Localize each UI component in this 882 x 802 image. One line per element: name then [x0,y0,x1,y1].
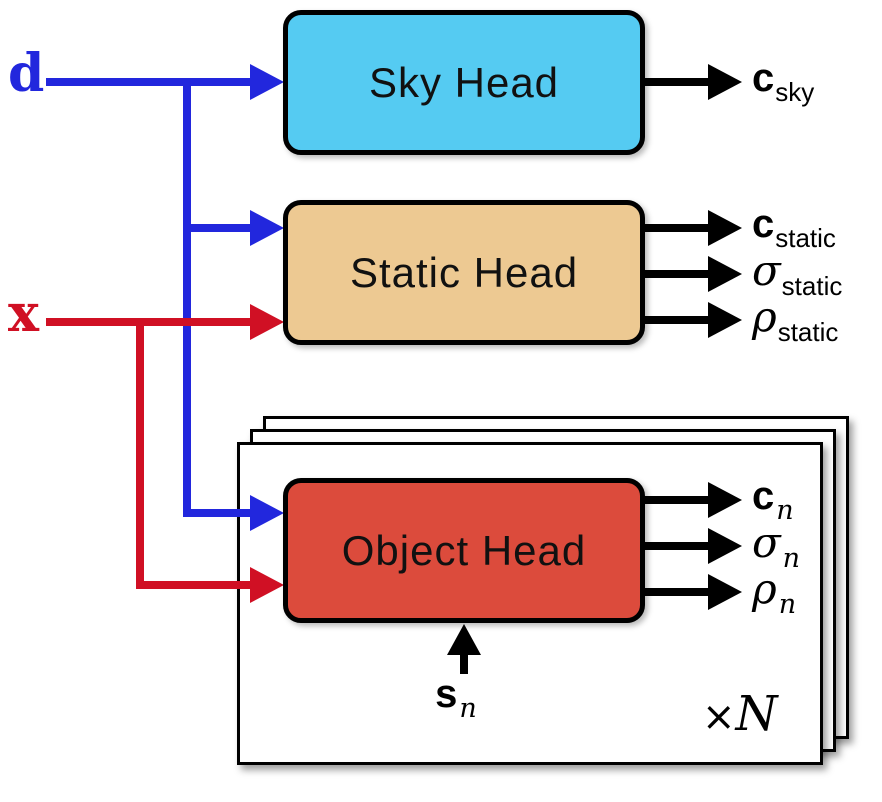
times-symbol: × [702,694,736,740]
x-to-static-arrow-icon [250,304,284,340]
c-static-subscript: static [775,223,836,253]
sky-output-arrow-icon [708,64,742,100]
x-input-line [46,318,252,326]
static-output-line-1 [645,224,710,232]
static-output-arrow-icon-1 [708,210,742,246]
static-output-line-3 [645,316,710,324]
x-to-object-arrow-icon [250,567,284,603]
c-static-symbol: c [752,202,775,246]
input-d-label: d [8,43,45,104]
static-output-arrow-icon-3 [708,302,742,338]
c-n-subscript: n [776,495,794,526]
c-n-symbol: c [752,474,775,518]
repeat-count-label: ×N [702,686,778,742]
object-output-line-2 [645,542,710,550]
s-subscript: n [459,693,477,724]
x-to-object-line [136,581,252,589]
s-symbol: s [435,672,458,716]
sky-output-label: csky [752,56,814,107]
static-head-box: Static Head [283,200,645,345]
object-output-arrow-icon-3 [708,574,742,610]
rho-static-symbol: ρ [752,292,777,341]
sigma-n-symbol: σ [752,518,781,567]
sigma-static-symbol: σ [752,246,781,295]
d-to-static-arrow-icon [250,210,284,246]
object-output-line-1 [645,496,710,504]
sky-head-label: Sky Head [368,58,560,106]
rho-n-subscript: n [778,589,797,620]
sn-input-line [460,648,468,674]
object-output-label-2: σn [752,518,800,574]
sn-input-label: sn [415,672,495,724]
d-input-line [46,78,252,86]
rho-n-symbol: ρ [752,564,777,613]
c-sky-subscript: sky [775,77,815,107]
sky-head-box: Sky Head [283,10,645,155]
sn-input-arrow-icon [447,624,481,655]
object-head-label: Object Head [341,526,587,574]
object-output-line-3 [645,588,710,596]
d-to-object-line [183,509,252,517]
x-branch-trunk-line [136,318,144,589]
input-x-label: x [8,283,40,344]
d-to-sky-arrow-icon [250,64,284,100]
static-output-label-1: cstatic [752,202,836,253]
static-output-label-2: σstatic [752,246,842,301]
rho-static-subscript: static [777,317,839,347]
object-output-arrow-icon-1 [708,482,742,518]
d-to-object-arrow-icon [250,495,284,531]
object-head-box: Object Head [283,478,645,623]
object-output-arrow-icon-2 [708,528,742,564]
sky-output-line [645,78,710,86]
static-output-label-3: ρstatic [752,292,838,347]
static-head-label: Static Head [349,248,579,296]
object-output-label-1: cn [752,474,794,526]
static-output-arrow-icon-2 [708,256,742,292]
sigma-n-subscript: n [782,543,801,574]
d-branch-trunk-line [183,78,191,517]
static-output-line-2 [645,270,710,278]
d-to-static-line [187,224,252,232]
sigma-static-subscript: static [781,271,843,301]
repeat-count-value: N [735,686,778,742]
c-sky-symbol: c [752,56,775,100]
object-output-label-3: ρn [752,564,796,620]
